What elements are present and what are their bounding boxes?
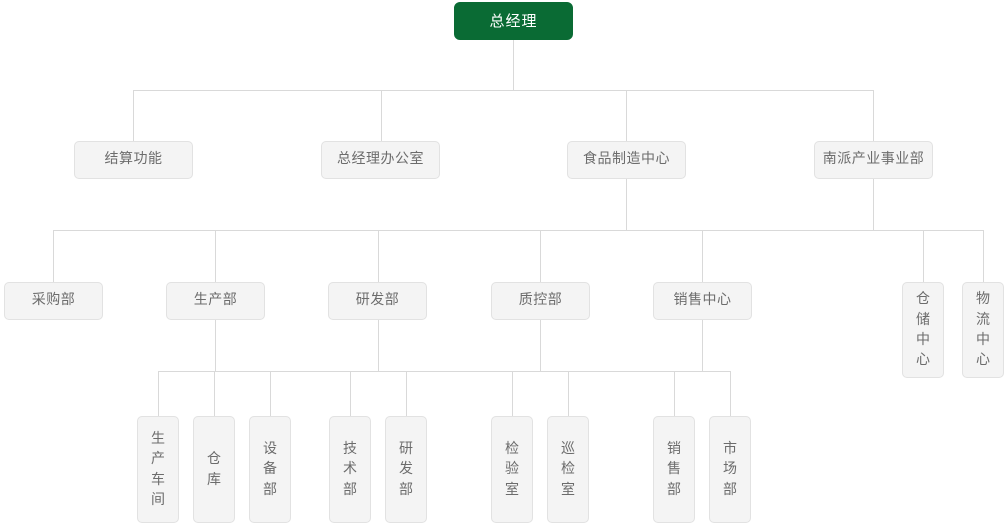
connector-level4-drop-8 [674, 371, 675, 416]
node-logistics-center-label: 物流中心 [976, 291, 990, 369]
connector-level2-drop-1 [133, 90, 134, 141]
connector-level4-drop-3 [270, 371, 271, 416]
node-production-workshop[interactable]: 生产车间 [137, 416, 179, 523]
connector-level2-drop-4 [873, 90, 874, 141]
connector-level4-drop-5 [406, 371, 407, 416]
node-warehouse[interactable]: 仓库 [193, 416, 235, 523]
node-sales-center[interactable]: 销售中心 [653, 282, 752, 320]
node-production-dept[interactable]: 生产部 [166, 282, 265, 320]
connector-qc-stem [540, 320, 541, 371]
node-patrol-inspection-room[interactable]: 巡检室 [547, 416, 589, 523]
connector-level4-drop-6 [512, 371, 513, 416]
connector-level3-drop-5 [702, 230, 703, 282]
node-warehousing-center-label: 仓储中心 [916, 291, 930, 369]
connector-level3-drop-2 [215, 230, 216, 282]
connector-level4-drop-2 [214, 371, 215, 416]
connector-level2-drop-3 [626, 90, 627, 141]
connector-level4-drop-1 [158, 371, 159, 416]
node-general-manager[interactable]: 总经理 [454, 2, 573, 40]
connector-nanpai-stem [873, 179, 874, 230]
node-inspection-room-label: 检验室 [505, 441, 519, 498]
node-warehouse-label: 仓库 [207, 451, 221, 488]
connector-level4-drop-4 [350, 371, 351, 416]
node-technology-dept-label: 技术部 [343, 441, 357, 498]
node-marketing-dept-label: 市场部 [723, 441, 737, 498]
connector-level4-bus [158, 371, 731, 372]
node-equipment-dept-label: 设备部 [263, 441, 277, 498]
connector-level3-drop-7 [983, 230, 984, 282]
connector-level3-drop-6 [923, 230, 924, 282]
connector-level4-drop-7 [568, 371, 569, 416]
node-marketing-dept[interactable]: 市场部 [709, 416, 751, 523]
node-sales-dept-label: 销售部 [667, 441, 681, 498]
node-gm-office[interactable]: 总经理办公室 [321, 141, 440, 179]
connector-level3-drop-1 [53, 230, 54, 282]
node-rnd-dept[interactable]: 研发部 [328, 282, 427, 320]
node-nanpai-industry-division[interactable]: 南派产业事业部 [814, 141, 933, 179]
node-patrol-inspection-room-label: 巡检室 [561, 441, 575, 498]
connector-level3-bus [53, 230, 984, 231]
connector-level2-drop-2 [381, 90, 382, 141]
node-quality-control-dept[interactable]: 质控部 [491, 282, 590, 320]
connector-level2-bus [133, 90, 874, 91]
node-logistics-center[interactable]: 物流中心 [962, 282, 1004, 378]
connector-rnd-stem [378, 320, 379, 371]
connector-level4-drop-9 [730, 371, 731, 416]
connector-root-stem [513, 40, 514, 90]
node-food-manufacturing-center[interactable]: 食品制造中心 [567, 141, 686, 179]
node-production-workshop-label: 生产车间 [151, 430, 165, 508]
connector-food-center-stem [626, 179, 627, 230]
node-technology-dept[interactable]: 技术部 [329, 416, 371, 523]
connector-level3-drop-4 [540, 230, 541, 282]
node-rnd-sub-dept-label: 研发部 [399, 441, 413, 498]
node-inspection-room[interactable]: 检验室 [491, 416, 533, 523]
node-rnd-sub-dept[interactable]: 研发部 [385, 416, 427, 523]
node-purchasing-dept[interactable]: 采购部 [4, 282, 103, 320]
connector-level3-drop-3 [378, 230, 379, 282]
node-equipment-dept[interactable]: 设备部 [249, 416, 291, 523]
node-warehousing-center[interactable]: 仓储中心 [902, 282, 944, 378]
connector-sales-stem [702, 320, 703, 371]
node-settlement-function[interactable]: 结算功能 [74, 141, 193, 179]
node-sales-dept[interactable]: 销售部 [653, 416, 695, 523]
connector-production-stem [215, 320, 216, 371]
